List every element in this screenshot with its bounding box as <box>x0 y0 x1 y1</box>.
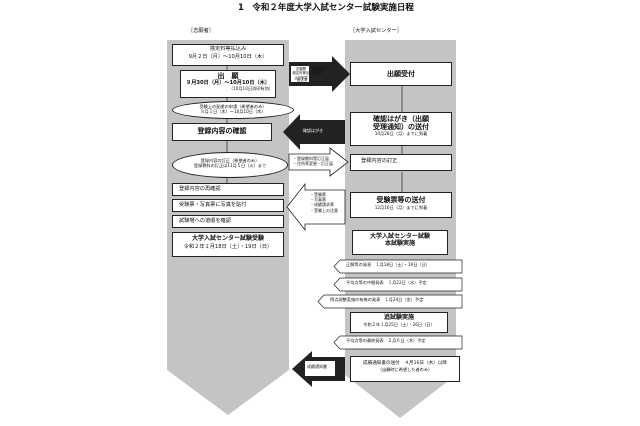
application-title: 出 願 <box>217 72 239 80</box>
accommodation-request-ellipse: 受験上の配慮の申請（希望者のみ） ８月１日（木）～10月10日（木） <box>172 101 294 119</box>
report-title: 成績通知書の送付 <box>363 361 400 366</box>
application-note: （10月10日消印有効） <box>228 86 273 92</box>
documents-side-label: 出願資格 証明書 <box>312 67 326 76</box>
ticket-box: 受験票等の送付 12月16日（月）までに到着 <box>350 192 452 218</box>
postcard-box: 確認はがき（出願 受理通知）の送付 10月28日（月）までに到着 <box>350 112 452 146</box>
documents-paid-label: 払込済 <box>297 78 308 82</box>
final-label: 平均点等の最終発表 <box>346 338 384 343</box>
documents-label: 志願票 検定料等払込証明書 <box>292 67 310 80</box>
accommodation-line-2: ８月１日（木）～10月10日（木） <box>200 108 266 114</box>
ticket-title: 受験票等の送付 <box>376 196 426 204</box>
correct-label: 登録内容の訂正 <box>361 158 398 164</box>
postcard-title-2: 受理通知）の送付 <box>373 123 429 132</box>
correction-line-1: 登録内容の訂正（希望者のみ） <box>200 158 260 163</box>
correction-items: ・登録教科等訂正届 ・住所等変更・訂正届 <box>293 156 333 166</box>
result-3-date: １月24日（金）予定 <box>384 297 424 302</box>
report-line: 成績通知書の送付 ４月16日（木）以降 <box>351 361 459 366</box>
makeup-exam-title: 追試験実施 <box>383 314 414 321</box>
postcard-date: 10月28日（月）までに到着 <box>374 131 428 137</box>
ticket-item-2: ・写真票 <box>310 197 326 203</box>
correction-item-1: ・登録教科等訂正届 <box>293 156 329 161</box>
ticket-arrow <box>286 182 346 232</box>
confirm-registration-label: 登録内容の確認 <box>197 127 247 135</box>
final-row: 平均点等の最終発表 ２月６日（木）予定 <box>346 338 426 344</box>
result-row-3: 得点調整実施の有無の発表 １月24日（金）予定 <box>330 297 424 303</box>
accept-label: 出願受付 <box>387 70 415 78</box>
correction-line-2: 登録教科の訂正は11月５日（火）まで <box>193 162 267 168</box>
fee-payment-box: 検定料等払込み 9月２日（月）～10月10日（木） <box>172 44 284 66</box>
recheck-label: 登録内容の再確認 <box>179 186 221 192</box>
result-1-date: １月18日（土）・19日（日） <box>375 262 430 267</box>
postcard-arrow-label: 確認はがき <box>303 128 323 133</box>
exam-title: 大学入試センター試験受験 <box>191 235 264 242</box>
fee-payment-dates: 9月２日（月）～10月10日（木） <box>188 53 268 60</box>
main-exam-box: 大学入試センター試験 本試験実施 <box>352 230 448 255</box>
ticket-item-4: ・受験上の注意 <box>310 207 338 213</box>
applicant-column-header: ［志願者］ <box>188 28 214 34</box>
exam-dates: 令和２年１月18日（土）・19日（日） <box>183 243 273 250</box>
accommodation-line-1: 受験上の配慮の申請（希望者のみ） <box>199 104 267 109</box>
recheck-row: 登録内容の再確認 <box>172 183 284 196</box>
result-row-2: 平均点等の中間発表 １月22日（水）予定 <box>346 280 427 286</box>
center-column-header: ［大学入試センター］ <box>350 28 402 34</box>
makeup-exam-date: 令和２年１月25日（土）・26日（日） <box>363 321 435 327</box>
application-box: 出 願 ９月30日（月）～10月10日（木） （10月10日消印有効） <box>180 70 276 98</box>
report-date: ４月16日（木）以降 <box>404 361 447 366</box>
correction-ellipse: 登録内容の訂正（希望者のみ） 登録教科の訂正は11月５日（火）まで <box>172 152 288 178</box>
result-row-1: 正解等の発表 １月18日（土）・19日（日） <box>346 262 430 268</box>
result-2-date: １月22日（水）予定 <box>387 280 427 285</box>
result-1-label: 正解等の発表 <box>346 262 372 267</box>
page-title: 1 令和２年度大学入試センター試験実施日程 <box>238 3 414 13</box>
result-2-label: 平均点等の中間発表 <box>346 280 384 285</box>
route-label: 試験場への道順を確認 <box>179 218 231 224</box>
fee-payment-title: 検定料等払込み <box>209 46 247 52</box>
confirm-registration-box: 登録内容の確認 <box>172 123 272 141</box>
result-3-label: 得点調整実施の有無の発表 <box>330 297 381 302</box>
main-exam-title-1: 大学入試センター試験 <box>369 233 430 240</box>
photo-row: 受験票・写真票に写真を貼付 <box>172 199 284 212</box>
ticket-item-3: ・成績請求票 <box>310 202 334 208</box>
documents-item-2: 検定料等払込証明書 <box>292 71 310 80</box>
correct-box: 登録内容の訂正 <box>350 154 452 171</box>
documents-arrow <box>289 56 350 92</box>
documents-item-1: 志願票 <box>295 67 307 71</box>
docs-side-1: 出願資格 <box>312 67 326 71</box>
route-row: 試験場への道順を確認 <box>172 215 284 228</box>
accept-box: 出願受付 <box>350 62 452 86</box>
final-date: ２月６日（木）予定 <box>387 338 426 343</box>
correction-item-2: ・住所等変更・訂正届 <box>293 161 333 167</box>
ticket-date: 12月16日（月）までに到着 <box>374 205 428 211</box>
makeup-exam-box: 追試験実施 令和２年１月25日（土）・26日（日） <box>350 312 448 333</box>
ticket-item-1: ・受験票 <box>310 192 326 197</box>
postcard-arrow <box>283 114 345 150</box>
report-arrow-label: 成績通知書 <box>307 364 327 369</box>
report-note: （出願時に希望した者のみ） <box>377 367 433 373</box>
main-exam-title-2: 本試験実施 <box>384 239 415 247</box>
application-dates: ９月30日（月）～10月10日（木） <box>186 80 270 87</box>
docs-side-2: 証明書 <box>312 71 323 76</box>
postcard-title-1: 確認はがき（出願 <box>373 115 429 123</box>
photo-label: 受験票・写真票に写真を貼付 <box>179 202 247 208</box>
exam-box: 大学入試センター試験受験 令和２年１月18日（土）・19日（日） <box>172 232 284 257</box>
correction-arrow <box>288 147 349 177</box>
report-box: 成績通知書の送付 ４月16日（木）以降 （出願時に希望した者のみ） <box>350 356 460 382</box>
ticket-items: ・受験票 ・写真票 ・成績請求票 ・受験上の注意 <box>310 192 344 213</box>
